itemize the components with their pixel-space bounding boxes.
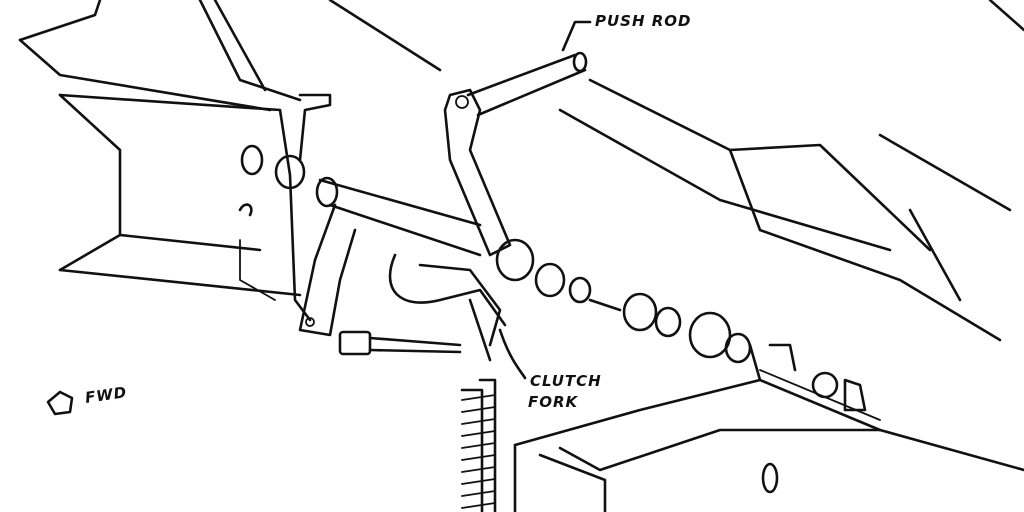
- return-spring: [460, 378, 497, 512]
- label-clutch: CLUTCH: [530, 372, 602, 390]
- label-fork: FORK: [528, 393, 579, 411]
- body-panel-outline: [18, 0, 332, 322]
- label-push-rod: PUSH ROD: [595, 12, 692, 30]
- clutch-fork: [388, 253, 527, 380]
- frame-outline-right: [328, 0, 1024, 342]
- frame-rail: [513, 378, 1024, 512]
- bushings-left: [238, 144, 306, 301]
- fwd-arrow-icon: [46, 390, 74, 416]
- switch: [338, 330, 462, 356]
- cross-shaft: [298, 176, 482, 337]
- lever-arm: [443, 20, 592, 257]
